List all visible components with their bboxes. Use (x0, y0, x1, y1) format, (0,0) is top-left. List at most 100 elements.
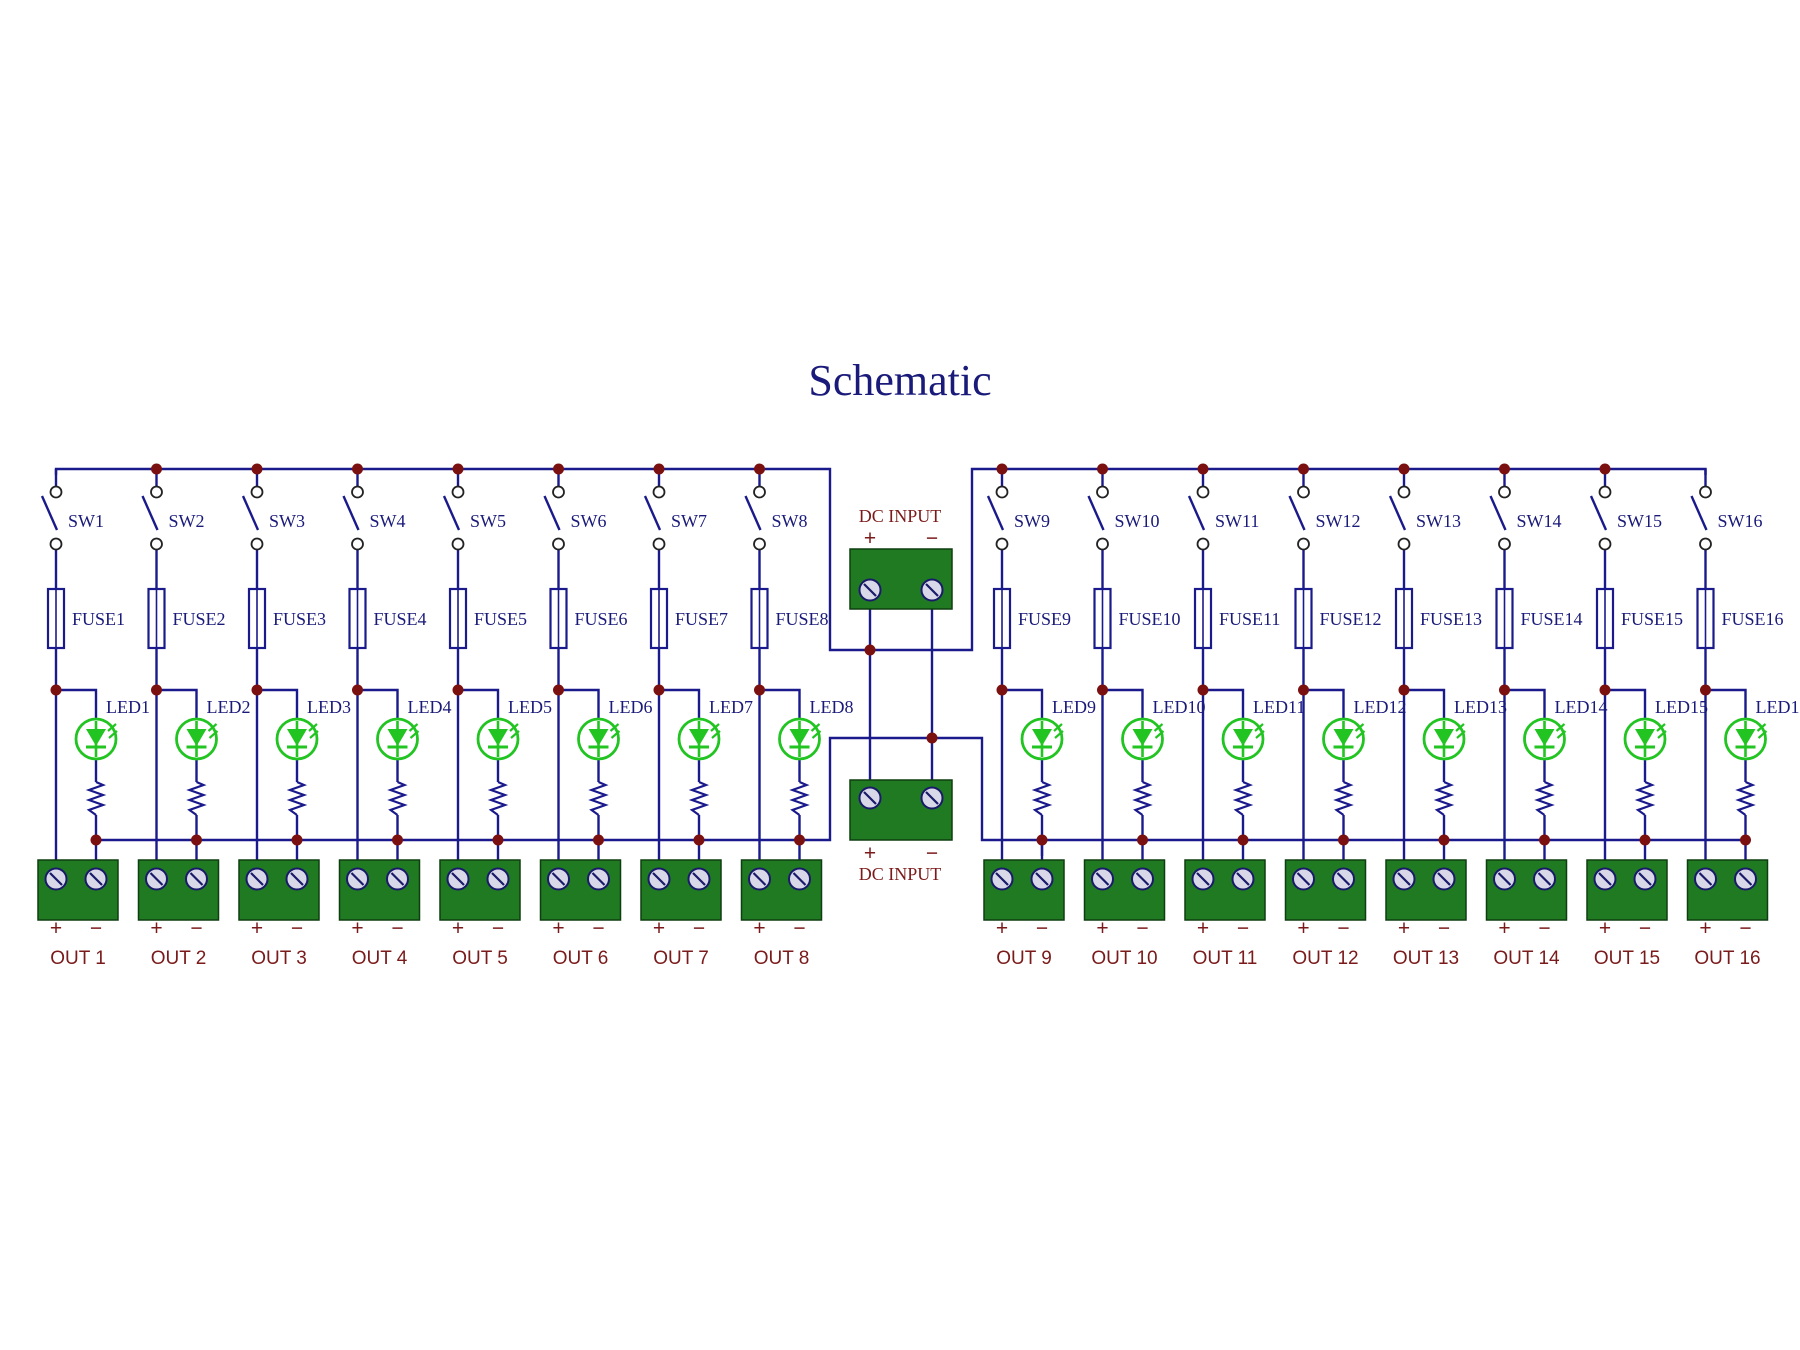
fuse-icon (247, 587, 267, 650)
fuse-icon (1495, 587, 1514, 650)
output-terminal-block (439, 859, 521, 921)
fuse-label: FUSE7 (675, 609, 728, 629)
resistor-icon (186, 780, 207, 816)
terminal-plus: + (452, 917, 464, 940)
led-label: LED1 (106, 697, 150, 717)
switch-contact (1096, 537, 1109, 551)
output-label: OUT 13 (1393, 948, 1459, 969)
terminal-plus: + (1699, 917, 1711, 940)
terminal-plus: + (1197, 917, 1209, 940)
led-label: LED14 (1555, 697, 1608, 717)
switch-label: SW4 (370, 511, 406, 531)
wire (1303, 688, 1345, 720)
terminal-plus: + (653, 917, 665, 940)
screw-terminal-icon (1493, 867, 1516, 891)
switch-icon (442, 495, 461, 531)
led-icon (376, 717, 420, 761)
dc-input-terminal-bottom (849, 779, 953, 841)
screw-terminal-icon (858, 786, 882, 810)
wire (1705, 688, 1747, 720)
screw-terminal-icon (920, 578, 944, 602)
terminal-minus: − (291, 917, 303, 940)
fuse-label: FUSE11 (1219, 609, 1280, 629)
switch-label: SW15 (1617, 511, 1662, 531)
terminal-minus: − (1438, 917, 1450, 940)
led-label: LED4 (408, 697, 452, 717)
switch-label: SW1 (68, 511, 104, 531)
led-label: LED16 (1756, 697, 1800, 717)
switch-icon (1690, 495, 1708, 531)
resistor-icon (487, 780, 509, 816)
led-label: LED13 (1454, 697, 1507, 717)
switch-label: SW12 (1316, 511, 1361, 531)
switch-label: SW6 (571, 511, 607, 531)
output-label: OUT 8 (754, 948, 810, 969)
screw-terminal-icon (1231, 867, 1255, 891)
switch-contact (1598, 537, 1612, 551)
resistor-icon (688, 780, 710, 816)
switch-contact (652, 537, 666, 551)
output-label: OUT 5 (452, 948, 508, 969)
components (37, 485, 1769, 921)
switch-contact (150, 537, 163, 551)
output-label: OUT 3 (251, 948, 307, 969)
fuse-label: FUSE3 (273, 609, 326, 629)
screw-terminal-icon (1533, 867, 1556, 891)
screw-terminal-icon (446, 867, 470, 891)
switch-label: SW7 (671, 511, 707, 531)
junction-node (352, 684, 363, 696)
junction-node (1539, 834, 1550, 846)
screw-terminal-icon (1131, 867, 1154, 891)
junction-node (151, 463, 162, 475)
output-label: OUT 15 (1594, 948, 1660, 969)
fuse-label: FUSE2 (173, 609, 226, 629)
fuse-label: FUSE5 (474, 609, 527, 629)
terminal-plus: + (1096, 917, 1108, 940)
resistor-icon (1031, 780, 1053, 816)
fuse-label: FUSE8 (776, 609, 829, 629)
led-label: LED6 (609, 697, 653, 717)
output-terminal-block (1184, 859, 1266, 921)
wire (1002, 688, 1044, 720)
terminal-plus: + (1297, 917, 1309, 940)
screw-terminal-icon (285, 867, 309, 891)
junction-node (352, 463, 363, 475)
switch-icon (1489, 495, 1507, 531)
switch-contact (1699, 537, 1712, 551)
fuse-label: FUSE4 (374, 609, 427, 629)
screw-terminal-icon (1091, 867, 1114, 891)
output-label: OUT 16 (1694, 948, 1760, 969)
switch-contact (351, 537, 364, 551)
screw-terminal-icon (1593, 867, 1617, 891)
junction-node (1398, 684, 1410, 696)
led-label: LED11 (1253, 697, 1305, 717)
switch-contact (250, 537, 264, 551)
terminal-minus: − (1538, 917, 1550, 940)
wire (357, 688, 399, 720)
screw-terminal-icon (1392, 867, 1416, 891)
wire (1102, 688, 1144, 720)
terminal-plus: + (996, 917, 1008, 940)
junction-node (151, 684, 162, 696)
output-terminal-block (1586, 859, 1668, 921)
switch-contact (49, 485, 63, 499)
switch-contact (1297, 537, 1310, 551)
junction-node (996, 463, 1008, 475)
led-label: LED2 (207, 697, 251, 717)
switch-icon (744, 495, 762, 531)
led-icon (1322, 717, 1366, 761)
led-icon (1121, 717, 1165, 761)
terminal-minus: − (1036, 917, 1048, 940)
led-label: LED7 (709, 697, 753, 717)
switch-contact (250, 485, 264, 499)
output-label: OUT 11 (1193, 948, 1258, 969)
fuse-label: FUSE10 (1119, 609, 1181, 629)
terminal-minus: − (190, 917, 202, 940)
dc-input-terminal-top (849, 548, 953, 610)
fuse-icon (448, 587, 468, 650)
fuse-label: FUSE15 (1621, 609, 1683, 629)
switch-label: SW3 (269, 511, 305, 531)
wire (558, 688, 600, 720)
junction-node (864, 644, 876, 656)
wire (458, 688, 500, 720)
